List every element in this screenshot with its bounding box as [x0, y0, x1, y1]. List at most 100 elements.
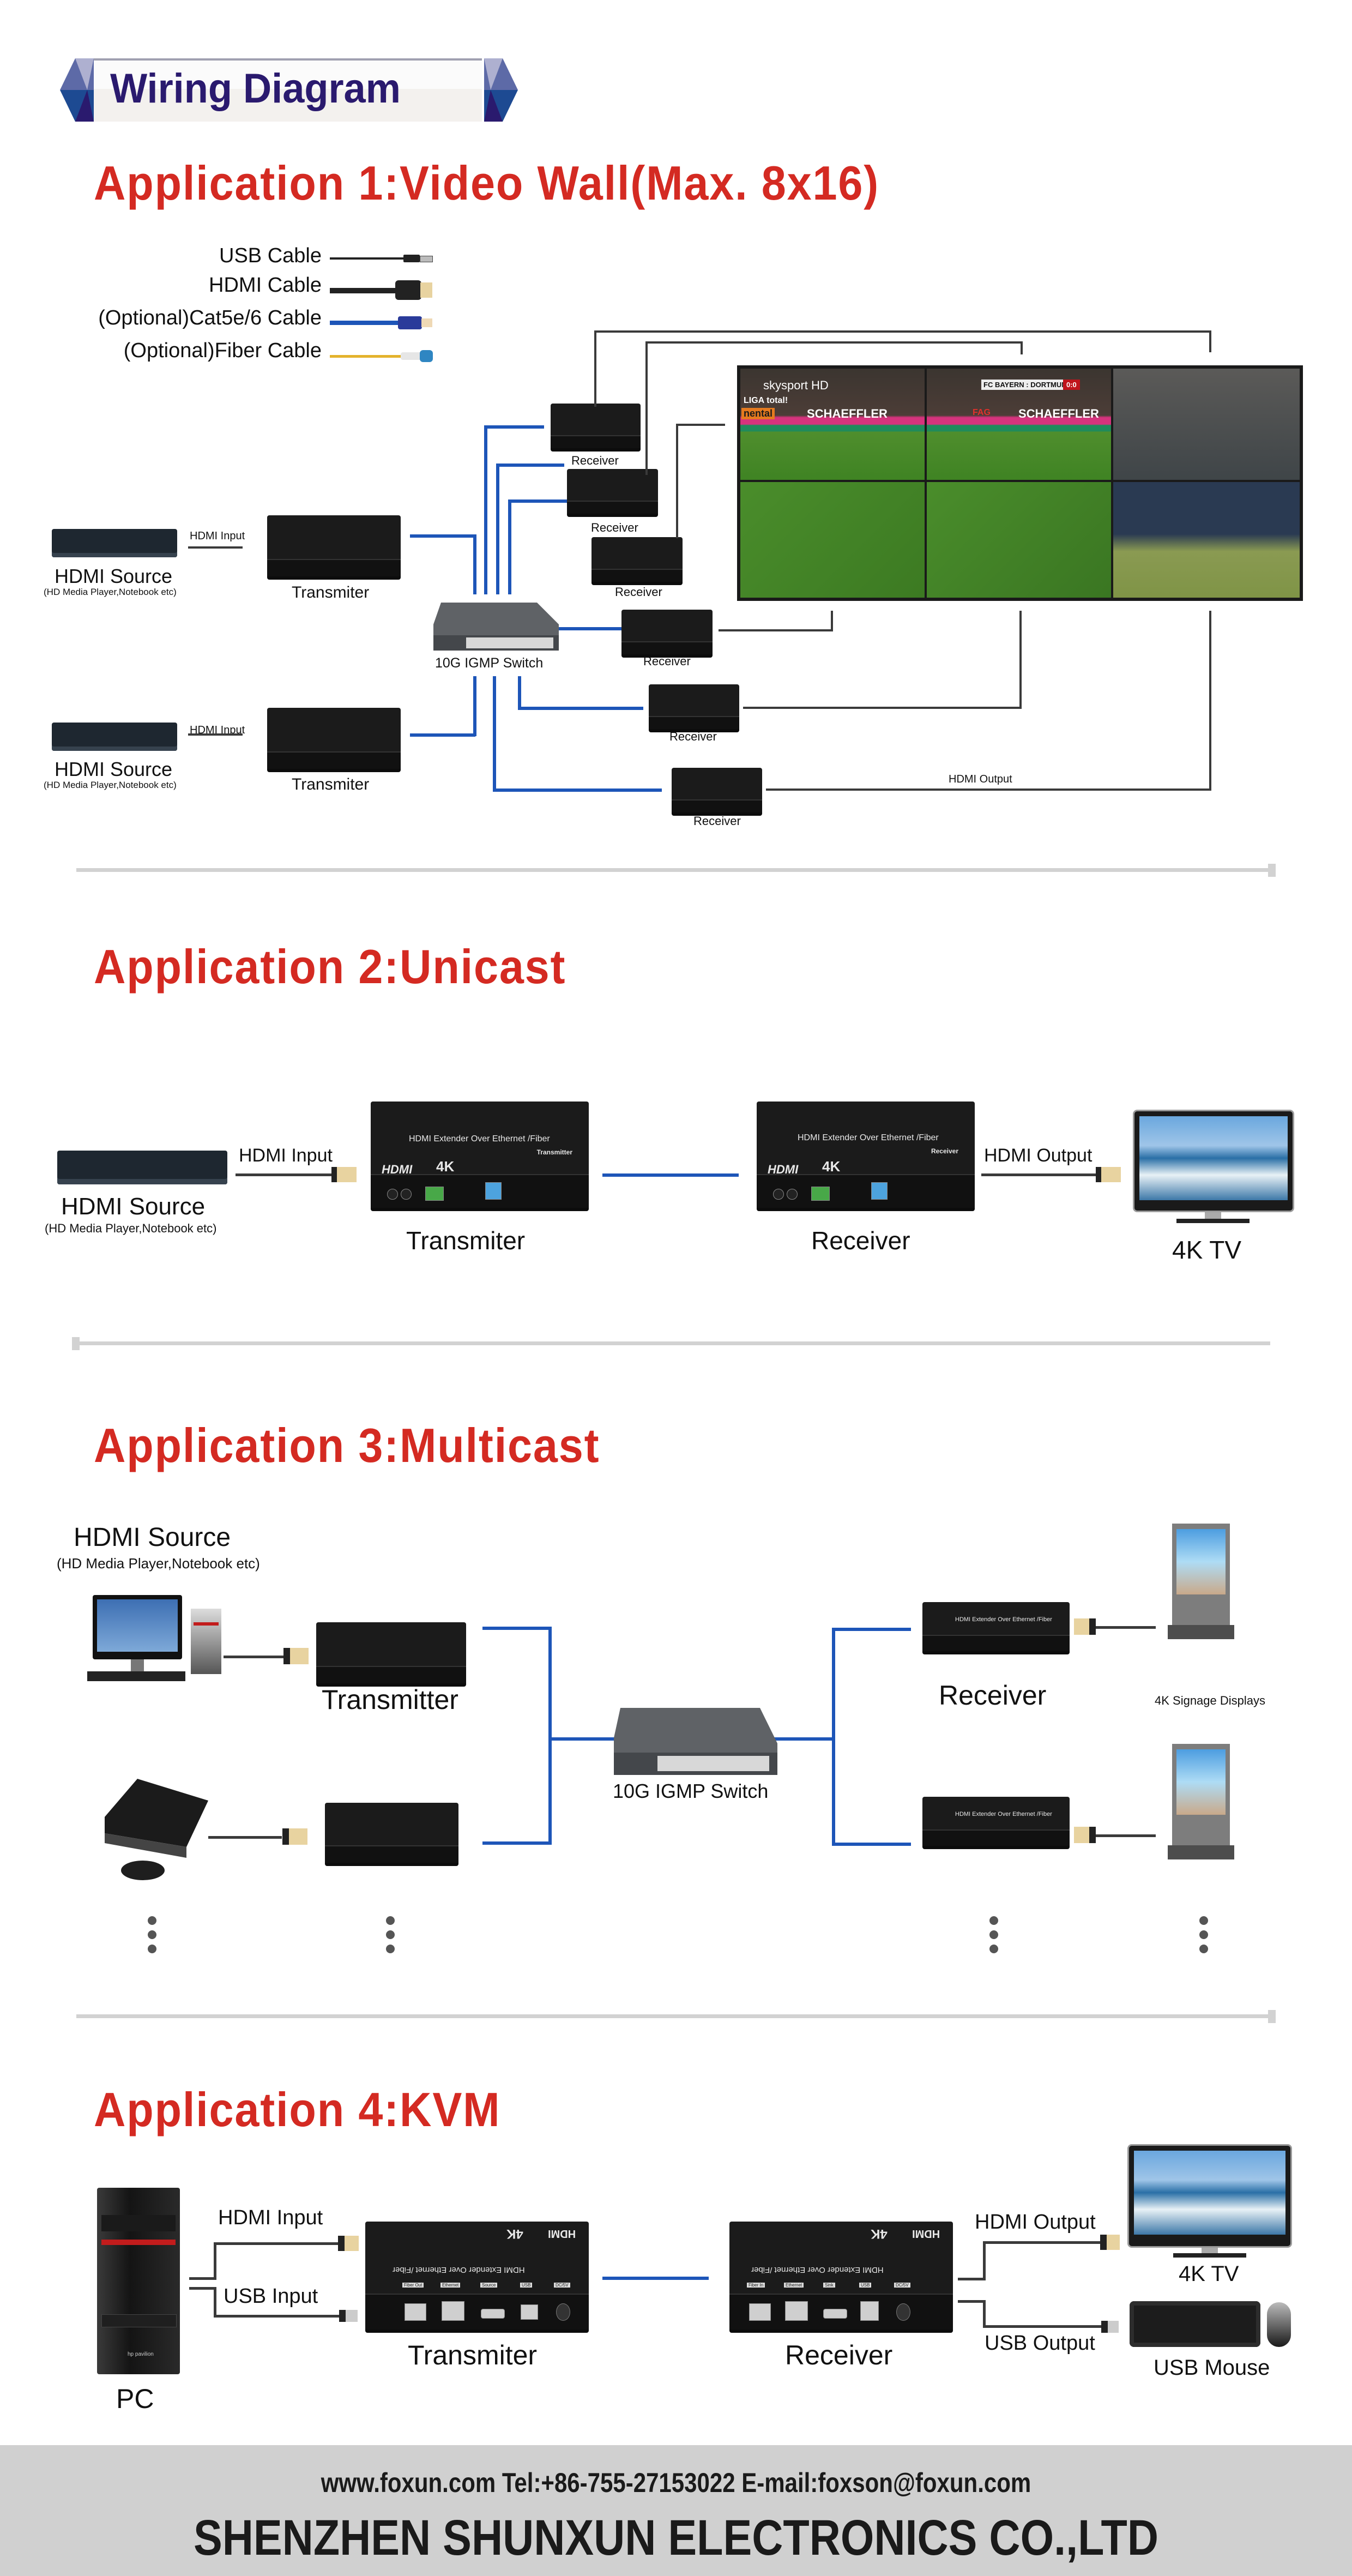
hdmi-plug-icon — [331, 1167, 357, 1182]
desktop-pc-icon — [87, 1595, 224, 1688]
receiver-label: Receiver — [939, 1680, 1047, 1711]
footer: www.foxun.com Tel:+86-755-27153022 E-mai… — [0, 2445, 1352, 2576]
receiver-device: HDMI Extender Over Ethernet /Fiber — [922, 1797, 1070, 1846]
receiver-device: HDMI Extender Over Ethernet /Fiber — [922, 1602, 1070, 1651]
transmitter-label: Transmiter — [406, 1226, 526, 1255]
legend-cat-label: (Optional)Cat5e/6 Cable — [98, 306, 322, 329]
receiver-device: HDMI Extender Over Ethernet /Fiber Recei… — [757, 1102, 975, 1208]
hdmi-plug-icon — [283, 1648, 309, 1664]
legend-hdmi-label: HDMI Cable — [209, 274, 322, 297]
product-name: HDMI Extender Over Ethernet /Fiber — [751, 2265, 884, 2274]
hdmi-cable — [236, 1173, 334, 1176]
separator-cap — [1268, 2010, 1276, 2023]
tv-4k-icon — [1127, 2144, 1292, 2259]
hdmi-cable — [224, 1656, 283, 1658]
media-player-icon — [52, 529, 177, 557]
igmp-switch — [614, 1708, 777, 1776]
hdmi-cable — [208, 1836, 282, 1839]
hdmi-logo: HDMI — [768, 1163, 799, 1176]
product-name: HDMI Extender Over Ethernet /Fiber — [955, 1811, 1052, 1817]
tv-4k-icon — [1133, 1110, 1294, 1224]
transmitter-device — [267, 515, 401, 576]
switch-label: 10G IGMP Switch — [435, 655, 544, 671]
badge-title: Wiring Diagram — [110, 65, 401, 112]
hdmi-logo: HDMI — [912, 2228, 940, 2240]
transmitter-device — [267, 708, 401, 769]
wall-screen-3 — [1113, 369, 1300, 480]
source-subtitle: (HD Media Player,Notebook etc) — [45, 1221, 217, 1235]
pc-brand: hp pavilion — [128, 2351, 154, 2357]
receiver-label: Receiver — [571, 454, 619, 467]
pc-label: PC — [116, 2384, 154, 2414]
hdmi-cable — [1089, 1626, 1156, 1629]
4k-logo: 4K — [871, 2226, 888, 2241]
hdmi-plug-icon — [1074, 1827, 1096, 1843]
hdmi-plug-icon — [1100, 2235, 1120, 2250]
mouse-icon — [1267, 2302, 1291, 2347]
overlay-score: 0:0 — [1063, 380, 1080, 390]
app4-title: Application 4:KVM — [94, 2083, 501, 2136]
ad-liga: LIGA total! — [744, 396, 788, 405]
mouse-label: USB Mouse — [1154, 2356, 1270, 2380]
port-label: Ethernet — [440, 2283, 461, 2288]
source-subtitle: (HD Media Player,Notebook etc) — [57, 1555, 260, 1572]
device-type: Transmitter — [536, 1148, 572, 1156]
usb-cable-icon — [330, 254, 433, 263]
receiver-device — [672, 768, 762, 812]
switch-label: 10G IGMP Switch — [613, 1780, 769, 1802]
overlay-channel: skysport HD — [763, 378, 829, 392]
legend-fiber-label: (Optional)Fiber Cable — [123, 339, 322, 362]
transmitter-device — [325, 1803, 458, 1863]
footer-company: SHENZHEN SHUNXUN ELECTRONICS CO.,LTD — [193, 2510, 1158, 2566]
4k-logo: 4K — [436, 1158, 455, 1175]
hdmi-cable — [188, 733, 243, 736]
wall-screen-5 — [927, 482, 1111, 598]
wall-screen-4 — [740, 482, 925, 598]
receiver-device — [567, 469, 658, 514]
section-separator — [76, 1341, 1270, 1345]
ad-fag: FAG — [973, 408, 991, 417]
hdmi-cable — [188, 546, 243, 549]
product-name: HDMI Extender Over Ethernet /Fiber — [798, 1133, 939, 1142]
port-label: Fiber Out — [402, 2283, 424, 2288]
wall-screen-6 — [1113, 482, 1300, 598]
igmp-switch — [433, 603, 559, 652]
receiver-device: HDMI Extender Over Ethernet /Fiber HDMI … — [729, 2222, 953, 2330]
port-label: Fiber In — [747, 2283, 765, 2288]
media-player-icon — [57, 1151, 227, 1184]
transmitter-label: Transmiter — [292, 583, 370, 601]
overlay-match: FC BAYERN : DORTMUND — [981, 380, 1075, 390]
source-name: HDMI Source — [74, 1523, 231, 1552]
app2-title: Application 2:Unicast — [94, 940, 566, 994]
wall-screen-1 — [740, 369, 925, 480]
hdmi-input-label: HDMI Input — [190, 724, 245, 736]
product-name: HDMI Extender Over Ethernet /Fiber — [393, 2265, 525, 2274]
hdmi-input-label: HDMI Input — [239, 1145, 333, 1166]
4k-logo: 4K — [822, 1158, 841, 1175]
source-subtitle: (HD Media Player,Notebook etc) — [44, 587, 177, 597]
signage-display-icon — [1168, 1524, 1234, 1639]
signage-display-icon — [1168, 1744, 1234, 1859]
keyboard-icon — [1130, 2301, 1260, 2347]
product-name: HDMI Extender Over Ethernet /Fiber — [409, 1134, 550, 1143]
legend-usb-label: USB Cable — [219, 244, 322, 267]
cat-cable — [602, 2277, 709, 2280]
usb-plug-icon — [339, 2310, 358, 2322]
hdmi-output-label: HDMI Output — [984, 1145, 1093, 1166]
display-label: 4K Signage Displays — [1155, 1694, 1266, 1707]
port-label: DC/5V — [894, 2283, 910, 2288]
receiver-label: Receiver — [693, 814, 741, 828]
hdmi-logo: HDMI — [382, 1163, 413, 1176]
receiver-device — [592, 537, 683, 582]
source-name: HDMI Source — [55, 758, 173, 780]
tv-label: 4K TV — [1179, 2262, 1239, 2286]
hdmi-plug-icon — [1074, 1618, 1096, 1635]
cat-cable-icon — [330, 315, 433, 330]
media-player-icon — [52, 723, 177, 751]
receiver-label: Receiver — [615, 585, 662, 599]
port-label: Sink — [823, 2283, 835, 2288]
pc-tower-icon: hp pavilion — [97, 2188, 180, 2374]
badge-shape — [60, 58, 518, 122]
port-label: USB — [859, 2283, 872, 2288]
ad-schaeffler-1: SCHAEFFLER — [807, 407, 888, 420]
